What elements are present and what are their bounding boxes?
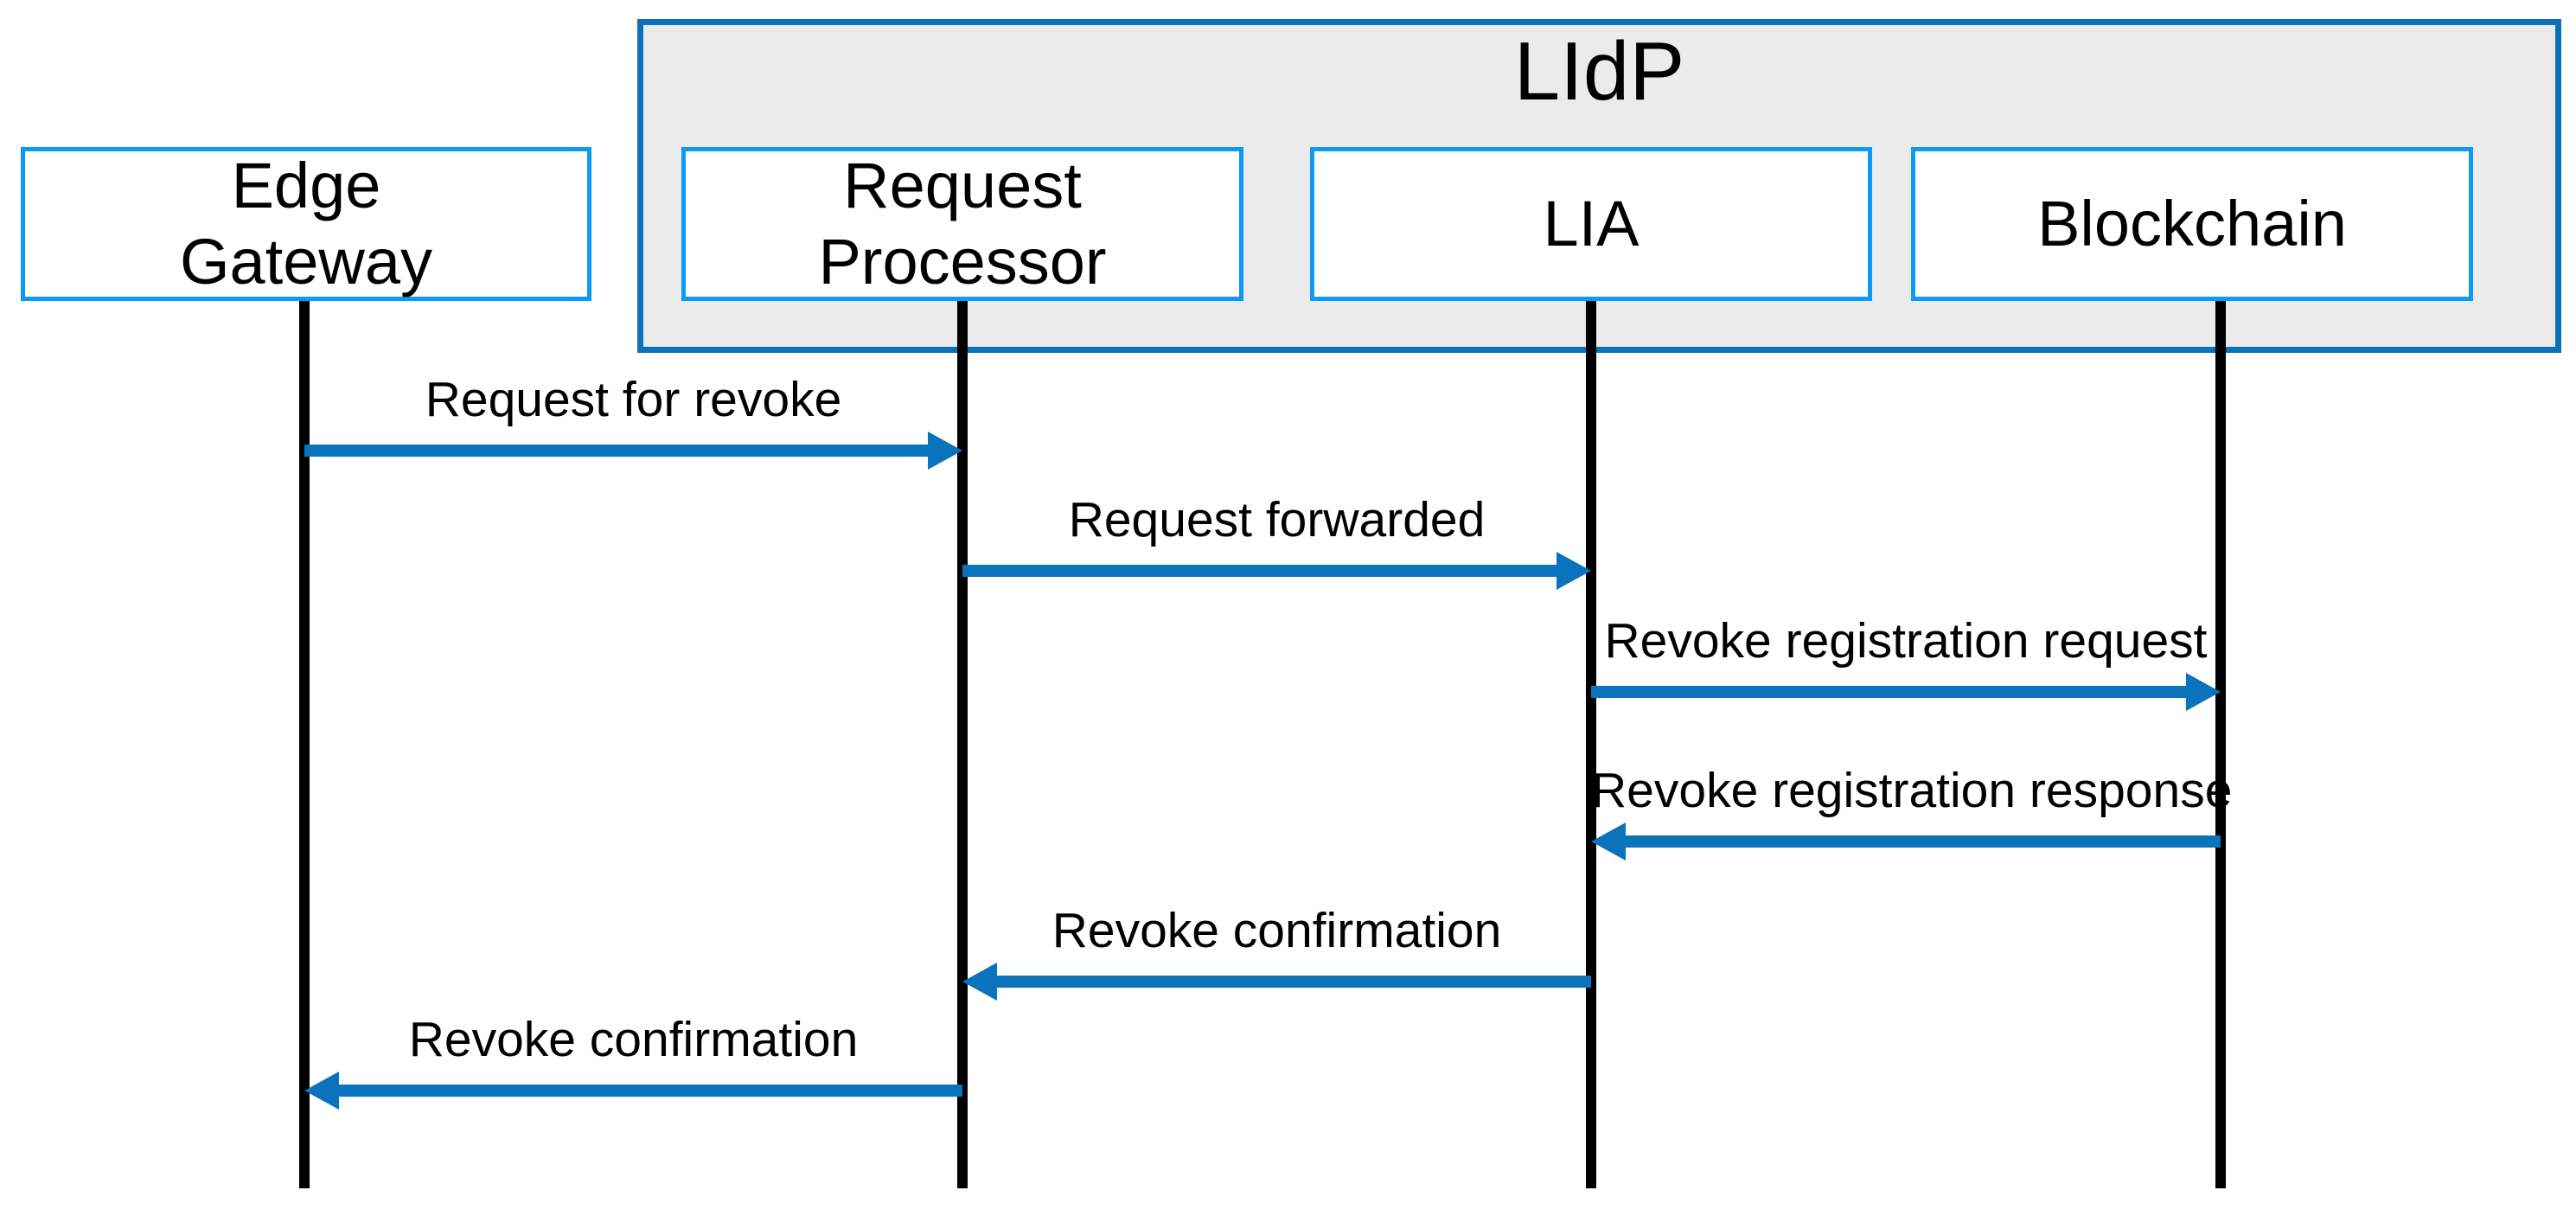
arrow-shaft [1626, 835, 2221, 848]
message-arrow [962, 963, 1591, 1001]
message-revoke-registration-response: Revoke registration response [1591, 762, 2233, 861]
actor-box-edge-gateway: Edge Gateway [21, 147, 591, 301]
message-request-for-revoke: Request for revoke [304, 371, 962, 470]
arrow-shaft [339, 1085, 962, 1097]
arrow-shaft [304, 445, 928, 457]
message-revoke-confirmation-to-processor: Revoke confirmation [962, 902, 1591, 1001]
actor-box-request-processor: Request Processor [681, 147, 1243, 301]
arrowhead-left-icon [962, 963, 997, 1001]
arrowhead-right-icon [928, 432, 962, 470]
message-label: Revoke confirmation [408, 1012, 859, 1067]
arrowhead-right-icon [2186, 673, 2221, 711]
actor-box-lia: LIA [1310, 147, 1872, 301]
actor-box-blockchain: Blockchain [1911, 147, 2473, 301]
arrowhead-right-icon [1556, 552, 1591, 590]
arrowhead-left-icon [304, 1072, 339, 1110]
arrowhead-left-icon [1591, 822, 1626, 861]
arrow-shaft [962, 565, 1556, 577]
lidp-group-title: LIdP [1513, 25, 1685, 118]
message-revoke-confirmation-to-gateway: Revoke confirmation [304, 1011, 962, 1110]
lifeline-blockchain [2215, 301, 2226, 1188]
message-arrow [304, 432, 962, 470]
message-label: Request forwarded [1068, 492, 1486, 547]
message-arrow [1591, 822, 2221, 861]
message-label: Revoke registration request [1604, 613, 2208, 669]
message-revoke-registration-request: Revoke registration request [1591, 612, 2221, 711]
message-label: Revoke confirmation [1051, 903, 1502, 958]
message-request-forwarded: Request forwarded [962, 491, 1591, 590]
message-arrow [304, 1072, 962, 1110]
message-arrow [1591, 673, 2221, 711]
message-label: Request for revoke [425, 372, 842, 427]
arrow-shaft [997, 976, 1591, 988]
lifeline-edge-gateway [299, 301, 310, 1188]
arrow-shaft [1591, 686, 2186, 698]
message-label: Revoke registration response [1591, 763, 2233, 818]
message-arrow [962, 552, 1591, 590]
lifeline-lia [1586, 301, 1596, 1188]
